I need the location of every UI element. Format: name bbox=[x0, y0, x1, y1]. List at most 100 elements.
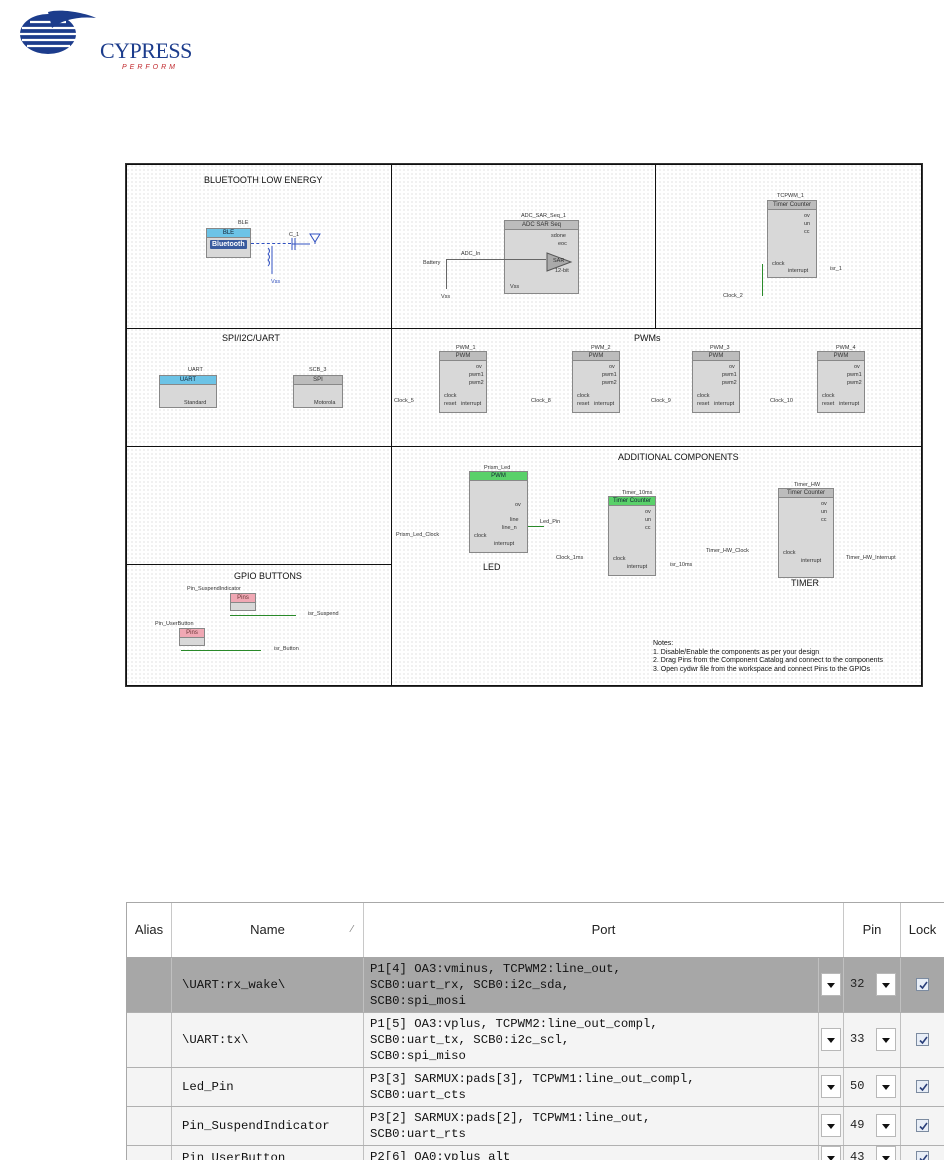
port-dropdown-arrow-icon[interactable] bbox=[821, 1146, 841, 1160]
pwm2-component[interactable]: PWM ov pwm1 pwm2 clock reset interrupt bbox=[572, 351, 620, 413]
timer-isr: isr_10ms bbox=[670, 562, 692, 568]
adc-in-wire bbox=[446, 259, 546, 260]
checkmark-icon bbox=[918, 1035, 929, 1046]
header-name[interactable]: Name ⁄ bbox=[172, 903, 364, 957]
uart-sub: Standard bbox=[184, 400, 206, 406]
bluetooth-badge: Bluetooth bbox=[210, 240, 247, 249]
pwm4-ov: ov bbox=[854, 364, 860, 370]
alias-cell[interactable] bbox=[127, 1146, 172, 1160]
lock-checkbox[interactable] bbox=[916, 1119, 929, 1132]
gpio-pin1-component[interactable]: Pins bbox=[230, 593, 256, 611]
pin-dropdown-arrow-icon[interactable] bbox=[876, 1075, 896, 1098]
ble-component[interactable]: BLE Bluetooth bbox=[206, 228, 251, 258]
adc-vss: Vss bbox=[441, 294, 450, 300]
pwm4-component[interactable]: PWM ov pwm1 pwm2 clock reset interrupt bbox=[817, 351, 865, 413]
timerhw-clock: clock bbox=[783, 550, 796, 556]
gpio-isr1: isr_Suspend bbox=[308, 611, 339, 617]
pwm2-interrupt: interrupt bbox=[594, 401, 614, 407]
alias-cell[interactable] bbox=[127, 1068, 172, 1106]
lock-checkbox[interactable] bbox=[916, 1033, 929, 1046]
adc-sdone: sdone bbox=[551, 233, 566, 239]
port-dropdown-arrow-icon[interactable] bbox=[821, 1075, 841, 1098]
pin-dropdown-arrow-icon[interactable] bbox=[876, 1146, 896, 1160]
table-row[interactable]: \UART:tx\ P1[5] OA3:vplus, TCPWM2:line_o… bbox=[127, 1013, 944, 1068]
gpio-title: GPIO BUTTONS bbox=[234, 571, 302, 581]
tcpwm-isr: isr_1 bbox=[830, 266, 842, 272]
header-port[interactable]: Port bbox=[364, 903, 844, 957]
uart-component[interactable]: UART Standard bbox=[159, 375, 217, 408]
pin-value: 49 bbox=[850, 1118, 864, 1132]
lock-checkbox[interactable] bbox=[916, 978, 929, 991]
lock-checkbox[interactable] bbox=[916, 1080, 929, 1093]
pwm1-clock: clock bbox=[444, 393, 457, 399]
port-dropdown-arrow-icon[interactable] bbox=[821, 1028, 841, 1051]
top-design-schematic[interactable]: BLUETOOTH LOW ENERGY BLE BLE Bluetooth C… bbox=[125, 163, 923, 687]
tcpwm-ov: ov bbox=[804, 213, 810, 219]
timerhw-interrupt: interrupt bbox=[801, 558, 821, 564]
spi-component[interactable]: SPI Motorola bbox=[293, 375, 343, 408]
lock-cell bbox=[901, 958, 944, 1012]
timerhw-isr: Timer_HW_Interrupt bbox=[846, 555, 896, 561]
name-cell[interactable]: \UART:tx\ bbox=[172, 1013, 364, 1067]
pwm2-ov: ov bbox=[609, 364, 615, 370]
adc-in-label: ADC_In bbox=[461, 251, 480, 257]
adc-component[interactable]: ADC SAR Seq sdone eoc SAR 12-bit Vss bbox=[504, 220, 579, 294]
pwm1-component[interactable]: PWM ov pwm1 pwm2 clock reset interrupt bbox=[439, 351, 487, 413]
port-cell[interactable]: P1[5] OA3:vplus, TCPWM2:line_out_compl, … bbox=[364, 1013, 819, 1067]
tcpwm-component[interactable]: Timer Counter ov un cc clock interrupt bbox=[767, 200, 817, 278]
port-dropdown-arrow-icon[interactable] bbox=[821, 973, 841, 996]
port-cell[interactable]: P2[6] OA0:vplus_alt bbox=[364, 1146, 819, 1160]
header-pin[interactable]: Pin bbox=[844, 903, 901, 957]
name-cell[interactable]: \UART:rx_wake\ bbox=[172, 958, 364, 1012]
tcpwm-clock-wire bbox=[762, 264, 763, 296]
port-dropdown-arrow-icon[interactable] bbox=[821, 1114, 841, 1137]
timer-10ms-component[interactable]: Timer Counter ov un cc clock interrupt bbox=[608, 496, 656, 576]
port-dropdown-cell bbox=[819, 958, 844, 1012]
name-cell[interactable]: Led_Pin bbox=[172, 1068, 364, 1106]
led-interrupt: interrupt bbox=[494, 541, 514, 547]
table-row[interactable]: Pin_UserButton P2[6] OA0:vplus_alt 43 bbox=[127, 1146, 944, 1160]
logo-wordmark: CYPRESS bbox=[100, 38, 192, 64]
name-cell[interactable]: Pin_SuspendIndicator bbox=[172, 1107, 364, 1145]
additional-title: ADDITIONAL COMPONENTS bbox=[618, 452, 739, 462]
port-cell[interactable]: P1[4] OA3:vminus, TCPWM2:line_out, SCB0:… bbox=[364, 958, 819, 1012]
pwm3-reset: reset bbox=[697, 401, 709, 407]
alias-cell[interactable] bbox=[127, 958, 172, 1012]
header-alias[interactable]: Alias bbox=[127, 903, 172, 957]
pin-dropdown-arrow-icon[interactable] bbox=[876, 1028, 896, 1051]
pin-cell: 50 bbox=[844, 1068, 901, 1106]
pin-dropdown-arrow-icon[interactable] bbox=[876, 973, 896, 996]
checkmark-icon bbox=[918, 1082, 929, 1093]
gpio-pin2-component[interactable]: Pins bbox=[179, 628, 205, 646]
header-lock[interactable]: Lock bbox=[901, 903, 944, 957]
pwm4-reset: reset bbox=[822, 401, 834, 407]
pwm3-interrupt: interrupt bbox=[714, 401, 734, 407]
scb-label: SCB_3 bbox=[309, 367, 326, 373]
pin-dropdown-arrow-icon[interactable] bbox=[876, 1114, 896, 1137]
pwm3-component[interactable]: PWM ov pwm1 pwm2 clock reset interrupt bbox=[692, 351, 740, 413]
gpio-pin1-header: Pins bbox=[231, 594, 255, 603]
lock-cell bbox=[901, 1107, 944, 1145]
table-header: Alias Name ⁄ Port Pin Lock bbox=[127, 903, 944, 958]
table-row[interactable]: Led_Pin P3[3] SARMUX:pads[3], TCPWM1:lin… bbox=[127, 1068, 944, 1107]
pwm1-header: PWM bbox=[440, 352, 486, 361]
alias-cell[interactable] bbox=[127, 1013, 172, 1067]
pin-assignment-table: Alias Name ⁄ Port Pin Lock \UART:rx_wake… bbox=[126, 902, 944, 1160]
lock-cell bbox=[901, 1146, 944, 1160]
alias-cell[interactable] bbox=[127, 1107, 172, 1145]
cypress-globe-icon bbox=[18, 8, 98, 58]
timer-hw-component[interactable]: Timer Counter ov un cc clock interrupt bbox=[778, 488, 834, 578]
port-cell[interactable]: P3[3] SARMUX:pads[3], TCPWM1:line_out_co… bbox=[364, 1068, 819, 1106]
table-row[interactable]: \UART:rx_wake\ P1[4] OA3:vminus, TCPWM2:… bbox=[127, 958, 944, 1013]
port-cell[interactable]: P3[2] SARMUX:pads[2], TCPWM1:line_out, S… bbox=[364, 1107, 819, 1145]
pwm2-pwm1: pwm1 bbox=[602, 372, 617, 378]
lock-cell bbox=[901, 1068, 944, 1106]
led-pwm-component[interactable]: PWM ov line line_n clock interrupt bbox=[469, 471, 528, 553]
name-cell[interactable]: Pin_UserButton bbox=[172, 1146, 364, 1160]
timer-interrupt: interrupt bbox=[627, 564, 647, 570]
pwm3-clk: Clock_9 bbox=[651, 398, 671, 404]
pwm3-header: PWM bbox=[693, 352, 739, 361]
table-row[interactable]: Pin_SuspendIndicator P3[2] SARMUX:pads[2… bbox=[127, 1107, 944, 1146]
pwm4-clock: clock bbox=[822, 393, 835, 399]
spi-header: SPI bbox=[294, 376, 342, 385]
